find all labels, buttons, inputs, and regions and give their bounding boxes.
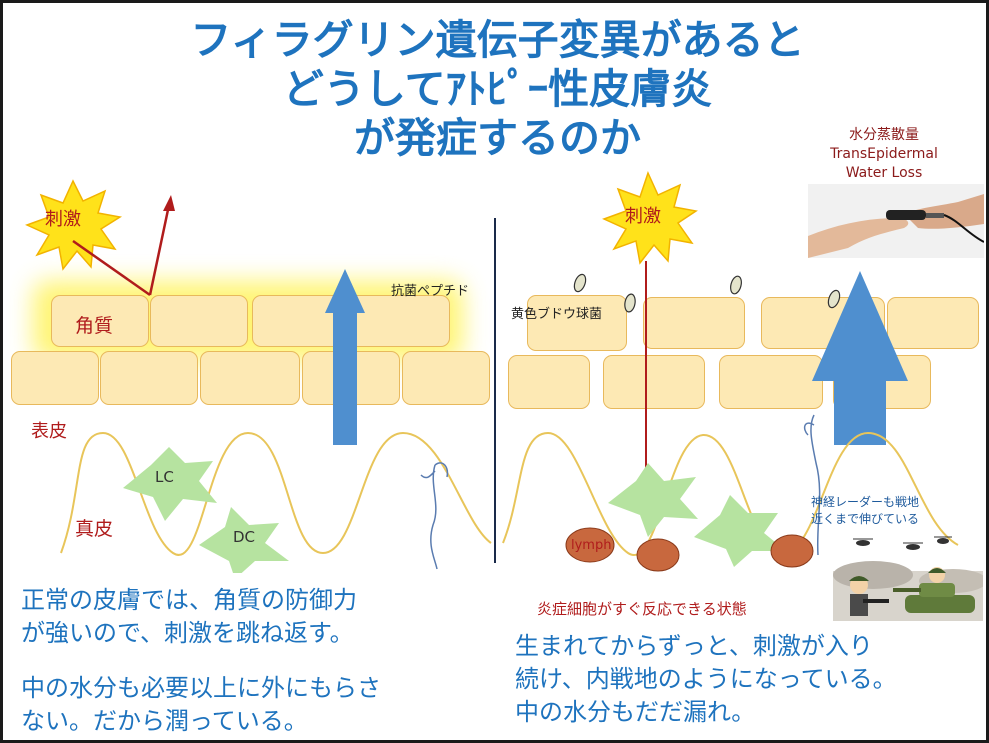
bacteria-icon	[573, 273, 841, 313]
left-stimulus-label: 刺激	[45, 209, 81, 230]
right-caption-line-2: 続け、内戦地のようになっている。	[515, 665, 897, 693]
basement-membrane	[502, 431, 959, 556]
stimulus-starburst	[602, 170, 698, 265]
inflammatory-cell	[770, 534, 814, 568]
corneocyte-cell	[51, 295, 149, 347]
right-diagram	[502, 170, 959, 572]
water-loss-arrow	[325, 269, 365, 445]
hand-measurement-icon	[808, 194, 984, 258]
lymph-label: lymph	[571, 538, 612, 553]
title-line-2: どうしてｱﾄﾋﾟｰ性皮膚炎	[282, 65, 713, 113]
nerve-fiber	[420, 462, 449, 570]
tank-icon	[893, 567, 975, 613]
tewl-label-line-1: 水分蒸散量	[849, 127, 919, 143]
right-stimulus-label: 刺激	[625, 206, 661, 227]
right-caption-line-1: 生まれてからずっと、刺激が入り	[515, 632, 873, 660]
tewl-label-line-2: TransEpidermal	[830, 146, 938, 162]
left-diagram	[25, 179, 492, 573]
stratum-corneum-label: 角質	[75, 315, 114, 337]
epidermal-cell	[719, 355, 823, 409]
helicopter-icon	[853, 536, 952, 550]
left-caption-1-line-1: 正常の皮膚では、角質の防御力	[21, 586, 357, 614]
epidermal-cell	[508, 355, 590, 409]
tewl-label: 水分蒸散量 TransEpidermal Water Loss	[809, 126, 959, 183]
nerve-fiber	[803, 414, 821, 556]
dendritic-cell	[199, 507, 289, 573]
basement-membrane	[60, 431, 492, 556]
battlefield-illustration	[833, 536, 983, 621]
dc-label: DC	[233, 528, 256, 546]
title-line-3: が発症するのか	[354, 114, 641, 162]
nerve-note-line-1: 神経レーダーも戦地	[811, 495, 920, 509]
corneocyte-cell	[150, 295, 248, 347]
epidermal-cell	[11, 351, 99, 405]
nerve-note: 神経レーダーも戦地 近くまで伸びている	[811, 494, 919, 528]
dermis-label: 真皮	[75, 518, 114, 540]
corneocyte-cell	[643, 297, 745, 349]
tewl-measurement-photo	[808, 184, 984, 258]
left-caption-2-line-1: 中の水分も必要以上に外にもらさ	[21, 674, 381, 702]
epidermis-label: 表皮	[31, 421, 67, 442]
panel-divider	[494, 218, 496, 563]
tewl-label-line-3: Water Loss	[845, 165, 923, 181]
corneocyte-cell	[887, 297, 979, 349]
soldier-icon	[849, 576, 889, 616]
inflammatory-cell	[636, 538, 680, 572]
epidermal-cell	[402, 351, 490, 405]
stimulus-starburst	[25, 179, 123, 271]
title-line-1: フィラグリン遺伝子変異があると	[190, 16, 805, 64]
antimicrobial-peptide-label: 抗菌ペプチド	[391, 284, 470, 299]
water-loss-arrow	[812, 271, 908, 445]
right-caption-line-3: 中の水分もだだ漏れ。	[515, 698, 756, 726]
langerhans-cell	[123, 447, 217, 521]
langerhans-cell	[608, 463, 698, 537]
epidermal-cell	[603, 355, 705, 409]
dendritic-cell	[694, 495, 786, 567]
epidermal-cell	[100, 351, 198, 405]
left-caption-2-line-2: ない。だから潤っている。	[21, 707, 308, 735]
corneocyte-cell	[527, 295, 627, 351]
inflammation-note: 炎症細胞がすぐ反応できる状態	[537, 600, 747, 618]
left-caption-1-line-2: が強いので、刺激を跳ね返す。	[21, 619, 354, 647]
reflection-arrowhead	[163, 195, 175, 211]
lymph-cell	[565, 527, 615, 563]
nerve-note-line-2: 近くまで伸びている	[811, 512, 920, 526]
staph-label: 黄色ブドウ球菌	[511, 307, 603, 322]
lc-label: LC	[155, 468, 174, 486]
epidermal-cell	[200, 351, 300, 405]
